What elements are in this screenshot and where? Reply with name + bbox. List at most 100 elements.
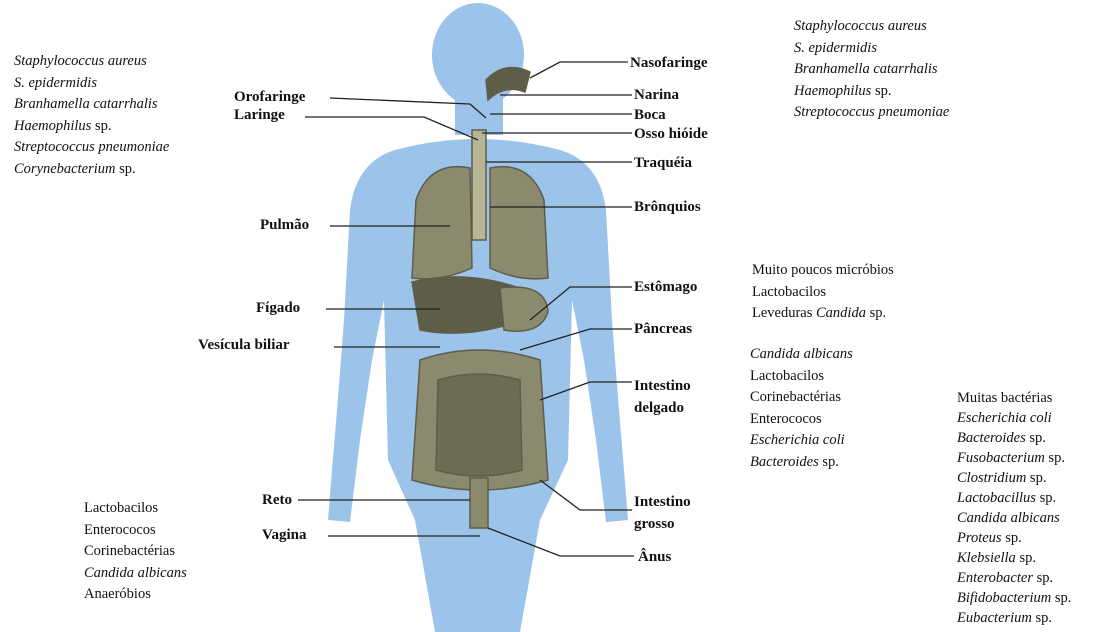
- microbe-list-item: Staphylococcus aureus: [14, 51, 169, 73]
- microbe-name-part: Candida albicans: [750, 346, 853, 362]
- microbe-list-item: Eubacterium sp.: [957, 608, 1071, 628]
- label-intestino-grosso-line2: grosso: [634, 513, 691, 535]
- label-pulmao: Pulmão: [260, 218, 309, 233]
- microbe-name-part: sp.: [1033, 570, 1053, 586]
- microbe-list-item: Streptococcus pneumoniae: [794, 102, 949, 124]
- microbe-name-part: Clostridium: [957, 470, 1026, 486]
- microbes-small-intestine: Candida albicansLactobacilosCorinebactér…: [750, 344, 853, 473]
- label-estomago: Estômago: [634, 280, 697, 295]
- label-vesicula-biliar: Vesícula biliar: [198, 338, 290, 353]
- microbe-list-item: Proteus sp.: [957, 528, 1071, 548]
- microbes-upper-respiratory-left: Staphylococcus aureus S. epidermidisBranh…: [14, 51, 169, 180]
- organs: [412, 68, 548, 529]
- label-narina: Narina: [634, 88, 679, 103]
- microbe-name-part: Lactobacillus: [957, 490, 1036, 506]
- microbes-upper-respiratory-right: Staphylococcus aureus S. epidermidisBranh…: [794, 16, 949, 124]
- microbe-name-part: sp.: [1036, 490, 1056, 506]
- microbe-name-part: sp.: [819, 454, 839, 470]
- microbe-name-part: Lactobacilos: [750, 368, 824, 384]
- microbe-list-item: Enterococos: [750, 409, 853, 431]
- microbe-name-part: Bacteroides: [957, 430, 1026, 446]
- microbe-name-part: Staphylococcus aureus: [14, 53, 147, 69]
- microbe-name-part: Fusobacterium: [957, 450, 1045, 466]
- microbe-name-part: Bifidobacterium: [957, 590, 1051, 606]
- label-nasofaringe: Nasofaringe: [630, 56, 708, 71]
- microbe-name-part: sp.: [1045, 450, 1065, 466]
- microbe-list-item: Haemophilus sp.: [794, 81, 949, 103]
- label-intestino-delgado-line1: Intestino: [634, 375, 691, 397]
- microbe-list-item: Escherichia coli: [750, 430, 853, 452]
- microbe-list-item: Enterobacter sp.: [957, 568, 1071, 588]
- microbe-list-item: Klebsiella sp.: [957, 548, 1071, 568]
- microbe-list-item: Leveduras Candida sp.: [752, 303, 894, 325]
- microbe-name-part: Corinebactérias: [84, 543, 175, 559]
- microbe-list-item: Bifidobacterium sp.: [957, 588, 1071, 608]
- label-traqueia: Traquéia: [634, 156, 692, 171]
- microbe-name-part: sp.: [115, 161, 135, 177]
- microbe-name-part: Muitas bactérias: [957, 390, 1052, 406]
- label-pancreas: Pâncreas: [634, 322, 692, 337]
- label-vagina: Vagina: [262, 528, 306, 543]
- microbe-list-item: Corynebacterium sp.: [14, 159, 169, 181]
- microbe-name-part: S. epidermidis: [14, 75, 97, 91]
- microbe-name-part: sp.: [1051, 590, 1071, 606]
- microbe-name-part: sp.: [1002, 530, 1022, 546]
- label-reto: Reto: [262, 493, 292, 508]
- microbes-vagina: LactobacilosEnterococosCorinebactériasCa…: [84, 498, 187, 606]
- microbe-name-part: Corinebactérias: [750, 389, 841, 405]
- microbe-name-part: Proteus: [957, 530, 1002, 546]
- microbe-list-item: Staphylococcus aureus: [794, 16, 949, 38]
- microbe-name-part: Candida albicans: [957, 510, 1060, 526]
- microbe-list-item: Enterococos: [84, 520, 187, 542]
- label-anus: Ânus: [638, 550, 671, 565]
- microbe-name-part: sp.: [1016, 550, 1036, 566]
- microbe-list-item: Branhamella catarrhalis: [14, 94, 169, 116]
- microbe-name-part: Staphylococcus aureus: [794, 18, 927, 34]
- microbe-name-part: Escherichia coli: [957, 410, 1052, 426]
- label-intestino-delgado-line2: delgado: [634, 397, 691, 419]
- microbe-name-part: Klebsiella: [957, 550, 1016, 566]
- microbe-name-part: Streptococcus pneumoniae: [14, 139, 169, 155]
- leader-line: [530, 62, 628, 78]
- label-laringe: Laringe: [234, 108, 285, 123]
- label-intestino-delgado: Intestino delgado: [634, 375, 691, 419]
- label-boca: Boca: [634, 108, 666, 123]
- microbe-list-item: Corinebactérias: [84, 541, 187, 563]
- microbe-list-item: Haemophilus sp.: [14, 116, 169, 138]
- microbe-list-item: S. epidermidis: [794, 38, 949, 60]
- microbe-list-item: Candida albicans: [84, 563, 187, 585]
- microbe-name-part: Anaeróbios: [84, 586, 151, 602]
- rectum: [470, 478, 488, 528]
- microbe-list-item: S. epidermidis: [14, 73, 169, 95]
- microbe-list-item: Muitas bactérias: [957, 388, 1071, 408]
- microbe-list-item: Lactobacilos: [752, 282, 894, 304]
- microbe-list-item: Fusobacterium sp.: [957, 448, 1071, 468]
- microbe-list-item: Lactobacilos: [750, 366, 853, 388]
- microbe-name-part: Haemophilus: [14, 118, 91, 134]
- microbe-name-part: Eubacterium: [957, 610, 1032, 626]
- microbe-name-part: Enterobacter: [957, 570, 1033, 586]
- microbe-list-item: Corinebactérias: [750, 387, 853, 409]
- microbe-name-part: S. epidermidis: [794, 40, 877, 56]
- microbe-name-part: sp.: [1026, 430, 1046, 446]
- microbe-list-item: Muito poucos micróbios: [752, 260, 894, 282]
- microbe-name-part: sp.: [1032, 610, 1052, 626]
- microbe-name-part: sp.: [1026, 470, 1046, 486]
- microbe-name-part: Lactobacilos: [84, 500, 158, 516]
- microbe-name-part: Lactobacilos: [752, 284, 826, 300]
- microbe-list-item: Branhamella catarrhalis: [794, 59, 949, 81]
- microbe-name-part: Enterococos: [750, 411, 822, 427]
- microbe-list-item: Candida albicans: [957, 508, 1071, 528]
- trachea: [472, 130, 486, 240]
- microbe-list-item: Clostridium sp.: [957, 468, 1071, 488]
- microbe-name-part: Enterococos: [84, 522, 156, 538]
- microbes-large-intestine: Muitas bactériasEscherichia coliBacteroi…: [957, 388, 1071, 628]
- leader-line: [305, 117, 478, 140]
- microbe-name-part: Bacteroides: [750, 454, 819, 470]
- microbe-list-item: Anaeróbios: [84, 584, 187, 606]
- label-intestino-grosso-line1: Intestino: [634, 491, 691, 513]
- small-intestine-shape: [436, 374, 522, 476]
- microbes-stomach: Muito poucos micróbiosLactobacilosLevedu…: [752, 260, 894, 325]
- label-intestino-grosso: Intestino grosso: [634, 491, 691, 535]
